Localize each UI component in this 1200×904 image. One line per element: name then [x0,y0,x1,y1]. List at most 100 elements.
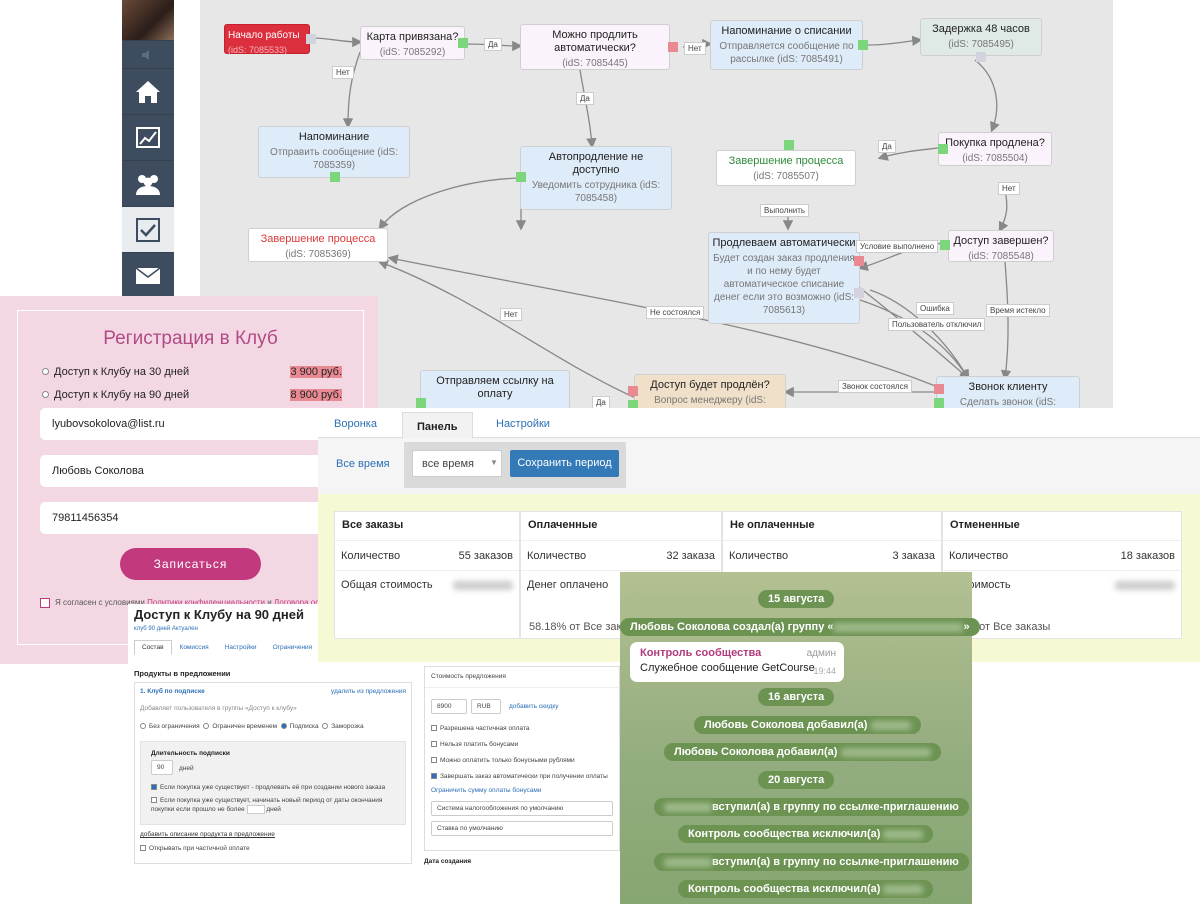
option-label: Можно оплатить только бонусными рублями [440,757,575,764]
remove-link[interactable]: удалить из предложения [331,688,406,695]
radio-button-selected[interactable] [280,723,287,730]
rate-select[interactable]: Ставка по умолчанию [431,821,613,836]
edge-label-no: Нет [332,66,354,79]
product-item[interactable]: 1. Клуб по подписке [140,688,205,695]
home-icon[interactable] [122,68,174,114]
flow-node-access-ended[interactable]: Доступ завершен? (idS: 7085548) [948,230,1054,262]
duration-input[interactable]: 90 [151,760,173,775]
flow-node-reminder[interactable]: Напоминание Отправить сообщение (idS: 70… [258,126,410,178]
chart-icon[interactable] [122,114,174,160]
add-discount-link[interactable]: добавить скидку [509,703,559,710]
agree-checkbox[interactable] [40,598,50,608]
flow-port[interactable] [934,398,944,408]
flow-port[interactable] [934,384,944,394]
service-text: вступил(а) в группу по ссылке-приглашени… [712,801,959,813]
tab-commission[interactable]: Комиссия [179,644,209,651]
radio-button[interactable] [42,368,49,375]
chevron-down-icon[interactable]: ▼ [490,458,498,467]
tab-funnel[interactable]: Воронка [334,418,377,430]
tab-settings[interactable]: Настройки [224,644,257,651]
flow-port[interactable] [858,40,868,50]
flow-node-delay[interactable]: Задержка 48 часов (idS: 7085495) [920,18,1042,56]
option-label: Доступ к Клубу на 90 дней [54,389,190,401]
radio-button[interactable] [322,723,329,730]
edge-label-no: Нет [684,42,706,55]
user-avatar[interactable] [122,0,174,40]
flow-port[interactable] [854,256,864,266]
flow-node-autorenew-unavailable[interactable]: Автопродление не доступно Уведомить сотр… [520,146,672,210]
service-message: вступил(а) в группу по ссылке-приглашени… [654,798,969,816]
flow-port[interactable] [976,52,986,62]
process-flow-canvas[interactable]: Начало работы (idS: 7085533) Карта привя… [200,0,1113,421]
currency-select[interactable]: RUB [471,699,501,714]
phone-field[interactable]: 79811456354 [40,502,340,534]
checkbox[interactable] [431,741,437,748]
tax-select[interactable]: Система налогообложения по умолчанию [431,801,613,816]
tab-limits[interactable]: Ограничения [272,644,313,651]
submit-button[interactable]: Записаться [120,548,261,580]
checkbox[interactable] [140,845,146,852]
flow-port[interactable] [784,140,794,150]
tab-composition[interactable]: Состав [134,640,172,655]
flow-port[interactable] [628,400,638,410]
stat-row: Общая стоимость [335,570,519,640]
flow-node-send-payment-link[interactable]: Отправляем ссылку на оплату [420,370,570,410]
flow-node-finish-success[interactable]: Завершение процесса (idS: 7085507) [716,150,856,186]
radio-button[interactable] [42,391,49,398]
service-text: Контроль сообщества исключил(а) [688,883,881,895]
option-90-days[interactable]: Доступ к Клубу на 90 дней 8 900 руб. [42,389,342,401]
flow-node-card-linked[interactable]: Карта привязана? (idS: 7085292) [360,26,465,60]
sender-role: админ [806,648,836,659]
tasks-icon[interactable] [122,206,174,252]
stat-label: Денег оплачено [527,579,609,591]
tab-panel[interactable]: Панель [402,412,473,438]
flow-node-finish[interactable]: Завершение процесса (idS: 7085369) [248,228,388,262]
checkbox-checked[interactable] [151,784,157,791]
radio-button[interactable] [203,723,210,730]
flow-node-auto-renew[interactable]: Продлеваем автоматически Будет создан за… [708,232,860,324]
stat-head: Отмененные [950,519,1020,531]
limit-bonus-link[interactable]: Ограничить сумму оплаты бонусами [431,787,542,794]
checkbox[interactable] [431,757,437,764]
flow-port[interactable] [306,34,316,44]
stat-value: 55 заказов [458,550,513,562]
flow-port[interactable] [458,38,468,48]
flow-port[interactable] [516,172,526,182]
flow-port[interactable] [938,144,948,154]
days-input[interactable] [246,805,265,814]
sound-icon[interactable] [122,40,174,68]
privacy-link[interactable]: Политики конфиденциальности [147,598,265,607]
mail-icon[interactable] [122,252,174,298]
price-input[interactable]: 8900 [431,699,467,714]
flow-node-start[interactable]: Начало работы (idS: 7085533) [224,24,310,55]
period-select[interactable]: все время [412,450,502,477]
save-period-button[interactable]: Сохранить период [510,450,619,477]
checkbox[interactable] [151,797,157,804]
hidden-name [870,720,911,730]
flow-node-will-extend[interactable]: Доступ будет продлён? Вопрос менеджеру (… [634,374,786,410]
edge-label-not-happened: Не состоялся [646,306,705,319]
flow-node-purchase-renewed[interactable]: Покупка продлена? (idS: 7085504) [938,132,1052,166]
radio-button[interactable] [140,723,146,730]
flow-node-call-client[interactable]: Звонок клиенту Сделать звонок (idS: 7085… [936,376,1080,421]
checkbox[interactable] [431,725,437,732]
tab-settings[interactable]: Настройки [496,418,550,430]
chat-message[interactable]: Контроль сообщества админ Служебное сооб… [630,642,844,682]
email-field[interactable]: lyubovsokolova@list.ru [40,408,340,440]
option-30-days[interactable]: Доступ к Клубу на 30 дней 3 900 руб. [42,366,342,378]
period-label: Все время [336,458,390,470]
add-description-link[interactable]: добавить описание продукта в предложение [140,831,275,838]
offer-link[interactable]: Договора оферты [273,598,340,607]
checkbox-checked[interactable] [431,773,437,780]
flow-node-can-renew[interactable]: Можно продлить автоматически? (idS: 7085… [520,24,670,70]
flow-port[interactable] [628,386,638,396]
flow-node-reminder-charge[interactable]: Напоминание о списании Отправляется сооб… [710,20,863,70]
flow-port[interactable] [668,42,678,52]
flow-port[interactable] [854,288,864,298]
flow-port[interactable] [416,398,426,408]
name-field[interactable]: Любовь Соколова [40,455,340,487]
registration-form: Регистрация в Клуб Доступ к Клубу на 30 … [0,296,378,664]
users-icon[interactable] [122,160,174,206]
flow-port[interactable] [940,240,950,250]
flow-port[interactable] [330,172,340,182]
